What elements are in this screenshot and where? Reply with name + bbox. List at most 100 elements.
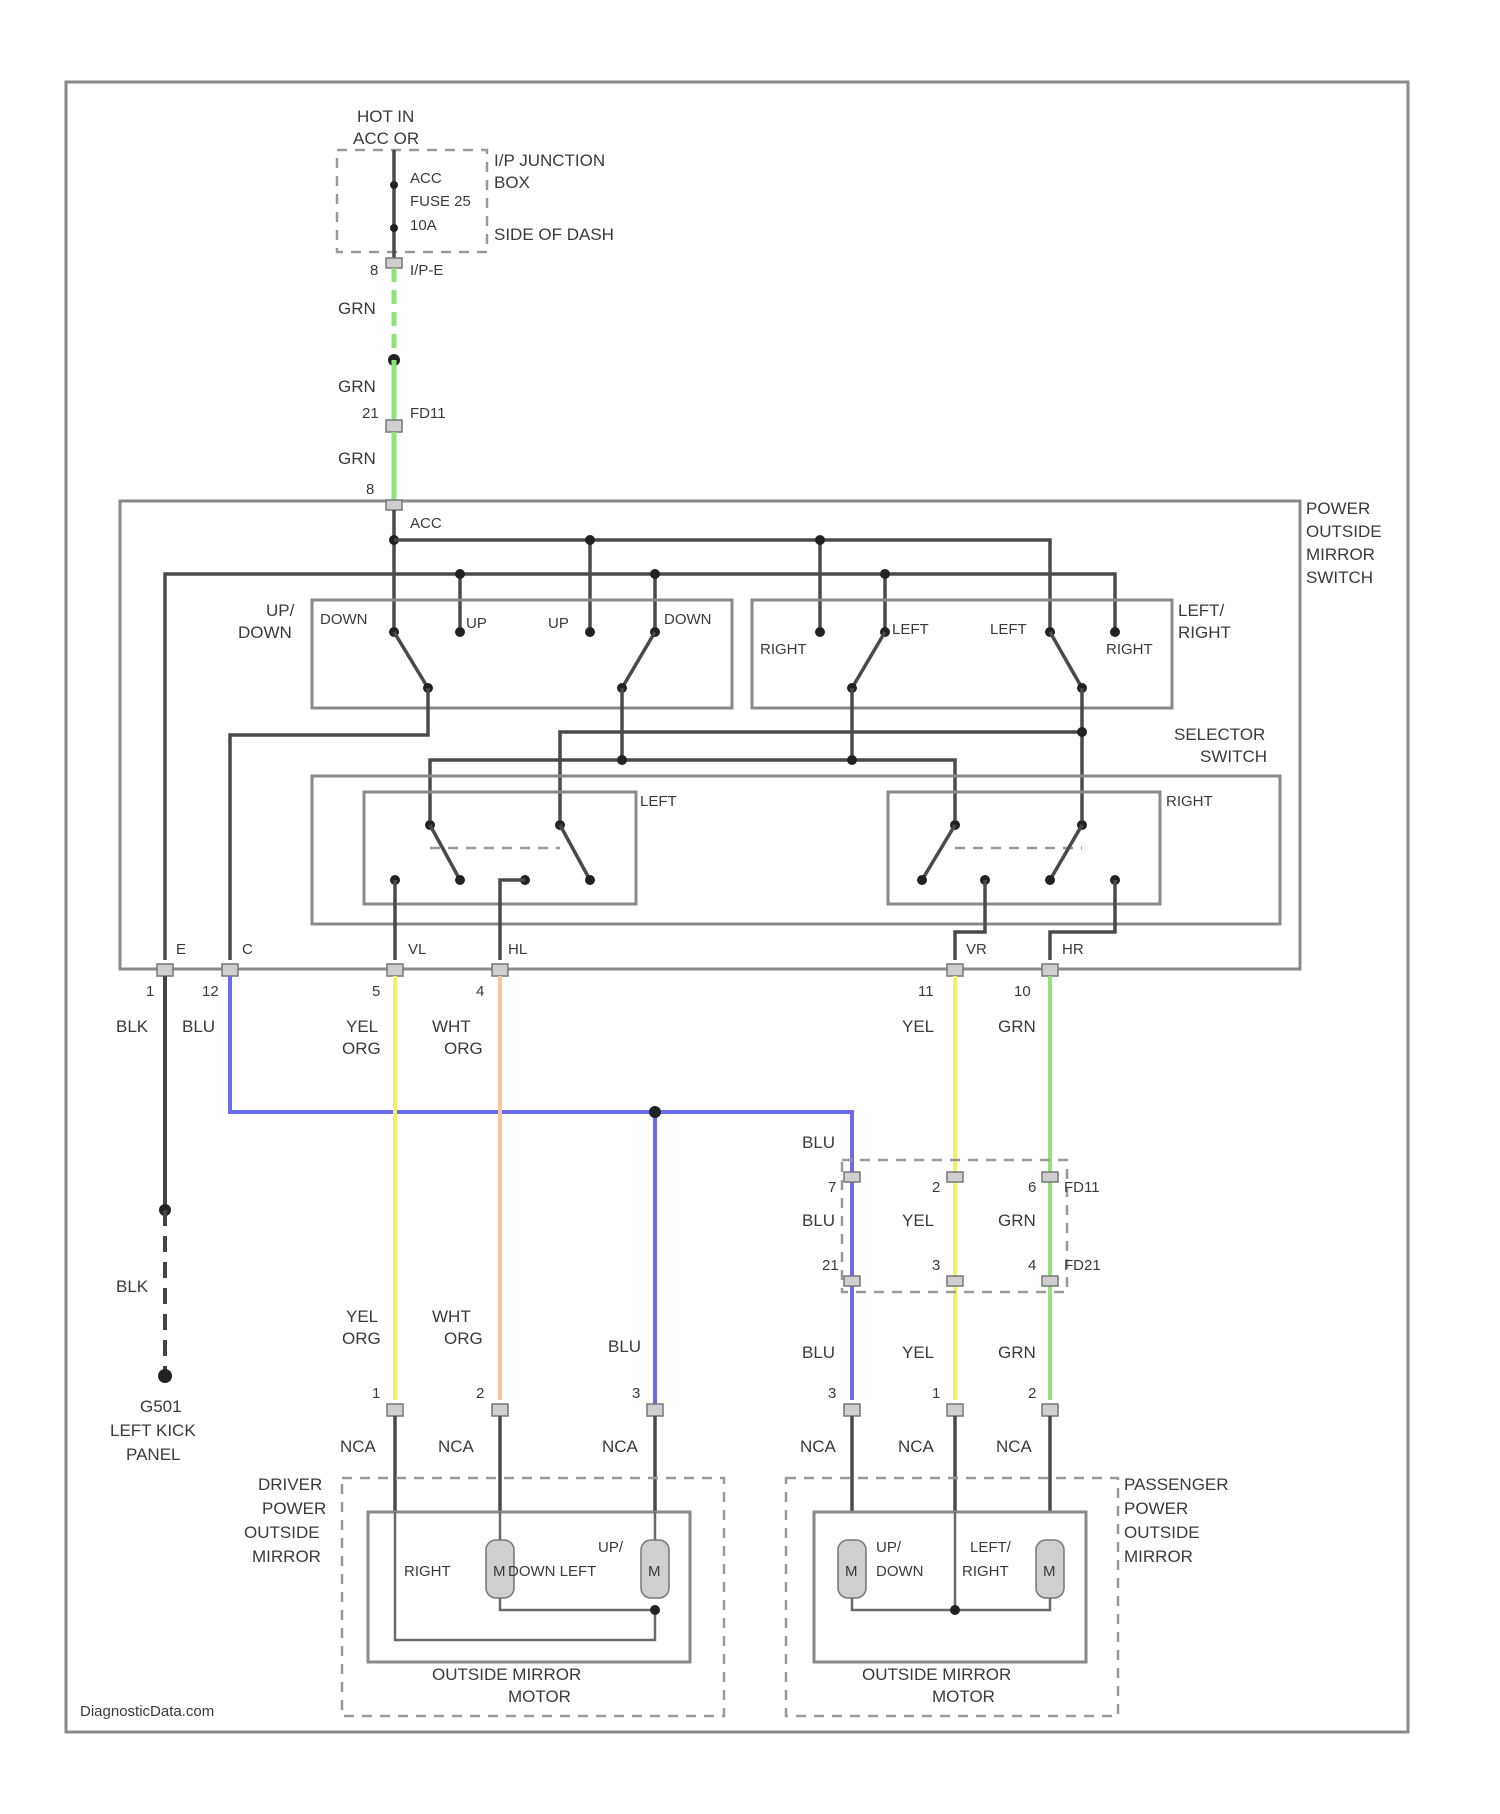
driver-motor-right: RIGHT — [404, 1563, 451, 1580]
selector-switch-box — [312, 776, 1280, 924]
blu-label-3: BLU — [802, 1211, 835, 1230]
hot-label-2: ACC OR — [353, 129, 419, 148]
switch-pin-e: E — [176, 941, 186, 958]
grn-label-3: GRN — [338, 449, 376, 468]
pin-4: 4 — [476, 983, 484, 1000]
leftright-right-left: RIGHT — [760, 641, 807, 658]
driver-motor-m1: M — [493, 1563, 506, 1580]
blu-label-driver: BLU — [608, 1337, 641, 1356]
fd21-label: FD21 — [1064, 1257, 1101, 1274]
org-label-driver: ORG — [342, 1039, 381, 1058]
updown-down-left: DOWN — [320, 611, 368, 628]
blu-label-2: BLU — [802, 1133, 835, 1152]
passenger-motor-updown-2: DOWN — [876, 1563, 924, 1580]
driver-motor-name-1: OUTSIDE MIRROR — [432, 1665, 581, 1684]
selector-right-label: RIGHT — [1166, 793, 1213, 810]
pass-pin-1: 1 — [932, 1385, 940, 1402]
blu-label-4: BLU — [802, 1343, 835, 1362]
driver-mirror-name-1: DRIVER — [258, 1475, 322, 1494]
grn-label-passenger: GRN — [998, 1017, 1036, 1036]
switch-pin-c: C — [242, 941, 253, 958]
fuse-acc-label: ACC — [410, 170, 442, 187]
selector-right-box — [888, 792, 1160, 904]
leftright-label-2: RIGHT — [1178, 623, 1231, 642]
passenger-motor-name-1: OUTSIDE MIRROR — [862, 1665, 1011, 1684]
switch-acc-label: ACC — [410, 515, 442, 532]
leftright-left-2: LEFT — [990, 621, 1027, 638]
leftright-label-1: LEFT/ — [1178, 601, 1225, 620]
pin-11: 11 — [918, 983, 934, 1000]
switch-name-2: OUTSIDE — [1306, 522, 1382, 541]
nca-label-4: NCA — [800, 1437, 837, 1456]
yel-label-3: YEL — [902, 1211, 934, 1230]
driver-motor-name-2: MOTOR — [508, 1687, 571, 1706]
nca-label-5: NCA — [898, 1437, 935, 1456]
fuse-number-label: FUSE 25 — [410, 193, 471, 210]
junction-box-name-2: BOX — [494, 173, 530, 192]
drv-pin-3: 3 — [632, 1385, 640, 1402]
updown-down-right: DOWN — [664, 611, 712, 628]
fd11b-label: FD11 — [1064, 1179, 1100, 1196]
nca-label-3: NCA — [602, 1437, 639, 1456]
switch-name-1: POWER — [1306, 499, 1370, 518]
yel-label-driver: YEL — [346, 1017, 378, 1036]
fd21-pin-21: 21 — [822, 1257, 839, 1274]
yel-label-passenger: YEL — [902, 1017, 934, 1036]
blu-label-1: BLU — [182, 1017, 215, 1036]
passenger-motor-leftright-2: RIGHT — [962, 1563, 1009, 1580]
selector-label-1: SELECTOR — [1174, 725, 1265, 744]
ground-loc-2: PANEL — [126, 1445, 181, 1464]
passenger-mirror-name-1: PASSENGER — [1124, 1475, 1229, 1494]
nca-label-1: NCA — [340, 1437, 377, 1456]
blk-label-1: BLK — [116, 1017, 149, 1036]
org-label-driver-4: ORG — [444, 1329, 483, 1348]
yel-label-driver-2: YEL — [346, 1307, 378, 1326]
driver-motor-m2: M — [648, 1563, 661, 1580]
ground-loc-1: LEFT KICK — [110, 1421, 196, 1440]
driver-mirror-name-2: POWER — [262, 1499, 326, 1518]
grn-label-3: GRN — [998, 1211, 1036, 1230]
ground-name: G501 — [140, 1397, 182, 1416]
updown-label-2: DOWN — [238, 623, 292, 642]
fd11-label: FD11 — [410, 405, 446, 422]
passenger-motor-m2: M — [1043, 1563, 1056, 1580]
driver-mirror-name-4: MIRROR — [252, 1547, 321, 1566]
leftright-left-1: LEFT — [892, 621, 929, 638]
yel-label-4: YEL — [902, 1343, 934, 1362]
selector-label-2: SWITCH — [1200, 747, 1267, 766]
org-label-driver-2: ORG — [444, 1039, 483, 1058]
grn-label-1: GRN — [338, 299, 376, 318]
selector-left-label: LEFT — [640, 793, 677, 810]
pass-pin-2: 2 — [1028, 1385, 1036, 1402]
nca-label-6: NCA — [996, 1437, 1033, 1456]
updown-up-left: UP — [466, 615, 487, 632]
switch-feed-pin: 8 — [366, 481, 374, 498]
fd11-pin: 21 — [362, 405, 379, 422]
passenger-motor-leftright-1: LEFT/ — [970, 1539, 1012, 1556]
passenger-mirror-name-4: MIRROR — [1124, 1547, 1193, 1566]
drv-pin-2: 2 — [476, 1385, 484, 1402]
switch-pin-hl: HL — [508, 941, 527, 958]
org-label-driver-3: ORG — [342, 1329, 381, 1348]
watermark: DiagnosticData.com — [80, 1703, 214, 1720]
hot-label-1: HOT IN — [357, 107, 414, 126]
passenger-motor-m1: M — [845, 1563, 858, 1580]
pass-pin-3: 3 — [828, 1385, 836, 1402]
leftright-right-right: RIGHT — [1106, 641, 1153, 658]
connector-ip-e-pin: 8 — [370, 262, 378, 279]
pin-5: 5 — [372, 983, 380, 1000]
fd11-pin-2: 2 — [932, 1179, 940, 1196]
blk-label-2: BLK — [116, 1277, 149, 1296]
nca-label-2: NCA — [438, 1437, 475, 1456]
switch-pin-vl: VL — [408, 941, 426, 958]
driver-motor-down-left: DOWN LEFT — [508, 1563, 596, 1580]
wht-label-driver: WHT — [432, 1017, 471, 1036]
pin-10: 10 — [1014, 983, 1031, 1000]
driver-motor-up: UP/ — [598, 1539, 624, 1556]
driver-mirror-name-3: OUTSIDE — [244, 1523, 320, 1542]
fd11-pin-6: 6 — [1028, 1179, 1036, 1196]
pin-12: 12 — [202, 983, 219, 1000]
pin-1: 1 — [146, 983, 154, 1000]
blu-common-wire — [230, 976, 852, 1176]
